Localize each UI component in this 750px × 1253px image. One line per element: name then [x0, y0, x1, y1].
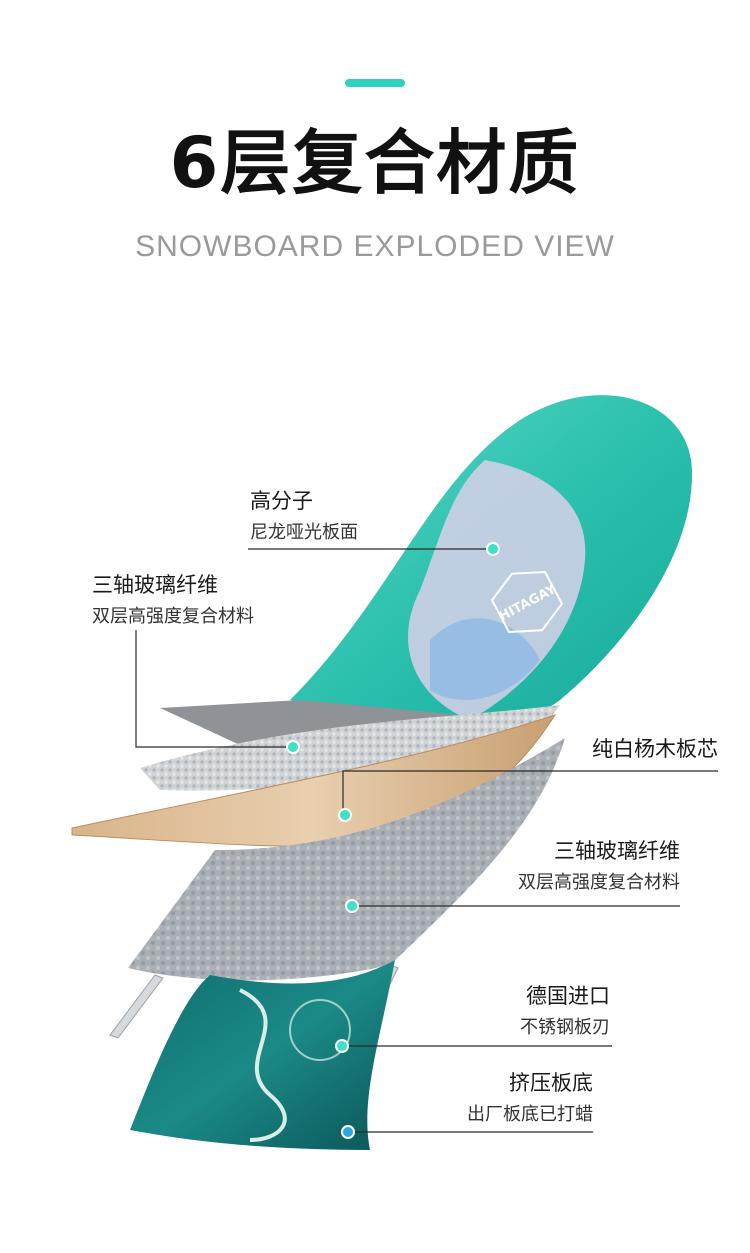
label-lower-fiberglass: 三轴玻璃纤维 双层高强度复合材料	[440, 838, 680, 895]
label-title: 纯白杨木板芯	[520, 736, 718, 762]
label-title: 挤压板底	[400, 1070, 593, 1096]
base-layer	[130, 960, 395, 1150]
steel-edge-left	[110, 975, 163, 1038]
label-steel-edge: 德国进口 不锈钢板刃	[440, 983, 610, 1040]
label-top-sheet: 高分子 尼龙哑光板面	[250, 488, 358, 545]
label-title: 三轴玻璃纤维	[92, 572, 254, 598]
label-desc: 尼龙哑光板面	[250, 522, 358, 545]
label-base: 挤压板底 出厂板底已打蜡	[400, 1070, 593, 1127]
label-upper-fiberglass: 三轴玻璃纤维 双层高强度复合材料	[92, 572, 254, 629]
label-wood-core: 纯白杨木板芯	[520, 736, 718, 762]
label-title: 德国进口	[440, 983, 610, 1009]
label-desc: 双层高强度复合材料	[92, 606, 254, 629]
label-desc: 不锈钢板刃	[440, 1017, 610, 1040]
label-title: 高分子	[250, 488, 358, 514]
label-title: 三轴玻璃纤维	[440, 838, 680, 864]
label-desc: 双层高强度复合材料	[440, 872, 680, 895]
label-desc: 出厂板底已打蜡	[400, 1104, 593, 1127]
